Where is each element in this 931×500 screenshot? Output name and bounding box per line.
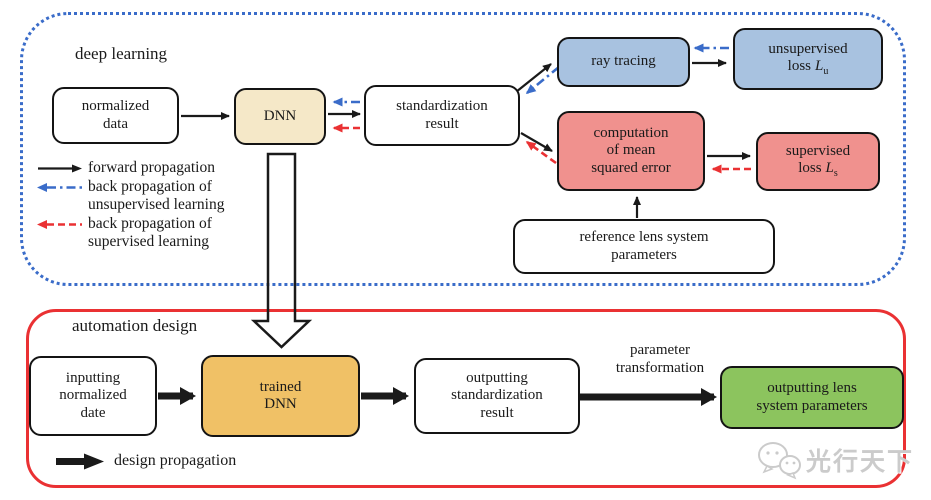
outputting-lens-parameters-box: outputting lens system parameters	[720, 366, 904, 429]
box-line: computation	[593, 124, 669, 141]
deep-learning-frame	[20, 12, 906, 286]
legend-label: design propagation	[114, 452, 237, 469]
trained-dnn-box: trained DNN	[201, 355, 360, 437]
box-line: squared error	[591, 159, 671, 176]
label-line: transformation	[615, 360, 705, 376]
box-line: ray tracing	[591, 53, 656, 70]
design-propagation-legend: design propagation	[54, 452, 236, 470]
box-line: reference lens system	[579, 229, 709, 246]
dnn-box: DNN	[234, 88, 326, 145]
box-line: parameters	[611, 246, 677, 263]
box-line: standardization	[396, 98, 488, 115]
loss-word: loss	[787, 57, 811, 74]
automation-design-frame	[26, 309, 906, 488]
box-line: standardization	[451, 387, 543, 404]
loss-word: loss	[798, 160, 822, 177]
box-line: unsupervised	[768, 40, 848, 57]
box-line: system parameters	[756, 397, 868, 414]
box-line: result	[425, 115, 459, 132]
inputting-normalized-date-box: inputting normalized date	[29, 356, 157, 436]
legend-label: back propagation of	[88, 177, 212, 195]
box-line: trained	[259, 378, 302, 395]
box-line: of mean	[606, 142, 656, 159]
loss-symbol: L	[815, 57, 824, 74]
box-line: outputting	[466, 369, 528, 386]
legend-forward: forward propagation	[36, 159, 224, 178]
box-line: DNN	[263, 107, 297, 124]
loss-subscript: s	[833, 168, 838, 180]
legend-back-unsupervised: back propagation of unsupervised learnin…	[36, 178, 224, 215]
legend-label: supervised learning	[88, 233, 209, 250]
legend-label: unsupervised learning	[88, 196, 225, 213]
legend-label: forward propagation	[88, 159, 215, 176]
legend-label: back propagation of	[88, 214, 212, 232]
parameter-transformation-label: parameter transformation	[585, 341, 735, 377]
box-line: supervised	[785, 143, 851, 159]
box-line: normalized	[59, 387, 127, 404]
box-line: outputting lens	[767, 380, 857, 397]
standardization-result-box: standardization result	[364, 85, 520, 146]
propagation-legend: forward propagation back propagation of …	[36, 159, 224, 252]
box-line: data	[103, 115, 128, 132]
box-line: DNN	[264, 396, 297, 412]
box-line: date	[80, 404, 106, 421]
label-line: parameter	[630, 342, 690, 358]
box-line: inputting	[65, 369, 121, 386]
back-supervised-arrow-icon	[37, 219, 82, 229]
reference-lens-box: reference lens system parameters	[513, 219, 775, 274]
forward-arrow-icon	[38, 164, 82, 173]
loss-symbol: L	[825, 160, 834, 177]
deep-learning-label: deep learning	[75, 44, 168, 63]
normalized-data-box: normalized data	[52, 87, 179, 144]
outputting-standardization-box: outputting standardization result	[414, 358, 580, 434]
automation-design-label: automation design	[72, 316, 198, 335]
computation-mse-box: computation of mean squared error	[557, 111, 705, 191]
watermark-text: 光行天下	[806, 447, 915, 476]
watermark: 光行天下	[756, 440, 914, 480]
box-line: normalized	[81, 98, 150, 115]
back-unsupervised-arrow-icon	[37, 182, 82, 192]
ray-tracing-box: ray tracing	[557, 37, 690, 87]
legend-back-supervised: back propagation of supervised learning	[36, 215, 224, 252]
wechat-icon	[758, 442, 801, 480]
box-line: result	[480, 404, 514, 421]
loss-subscript: u	[823, 65, 829, 77]
design-propagation-arrow-icon	[56, 453, 104, 469]
